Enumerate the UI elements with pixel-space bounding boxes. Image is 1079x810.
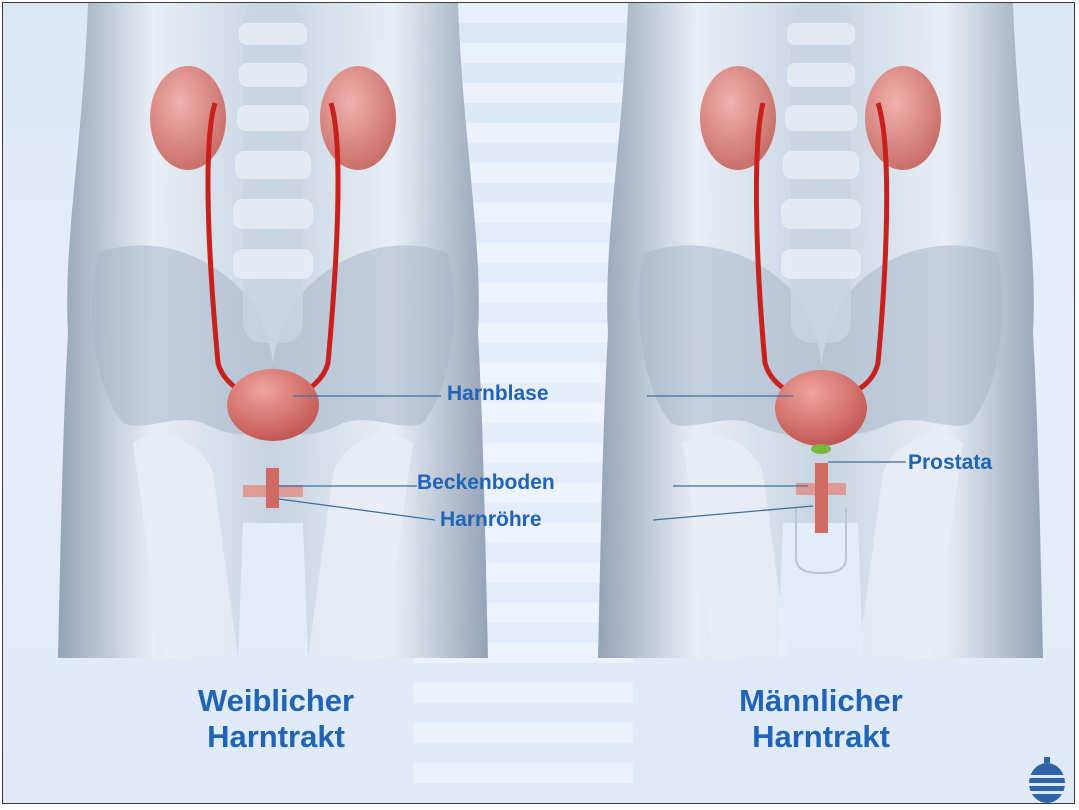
caption-female-line1: Weiblicher [126, 683, 426, 719]
label-beckenboden: Beckenboden [417, 472, 555, 493]
caption-male-line2: Harntrakt [671, 719, 971, 755]
lantern-logo-icon [1029, 757, 1065, 803]
caption-male: Männlicher Harntrakt [671, 683, 971, 755]
label-harnroehre: Harnröhre [440, 509, 542, 530]
female-figure [58, 3, 488, 658]
caption-male-line1: Männlicher [671, 683, 971, 719]
caption-female-line2: Harntrakt [126, 719, 426, 755]
caption-female: Weiblicher Harntrakt [126, 683, 426, 755]
label-harnblase: Harnblase [447, 383, 549, 404]
label-prostata: Prostata [908, 452, 992, 473]
male-figure [598, 3, 1043, 658]
